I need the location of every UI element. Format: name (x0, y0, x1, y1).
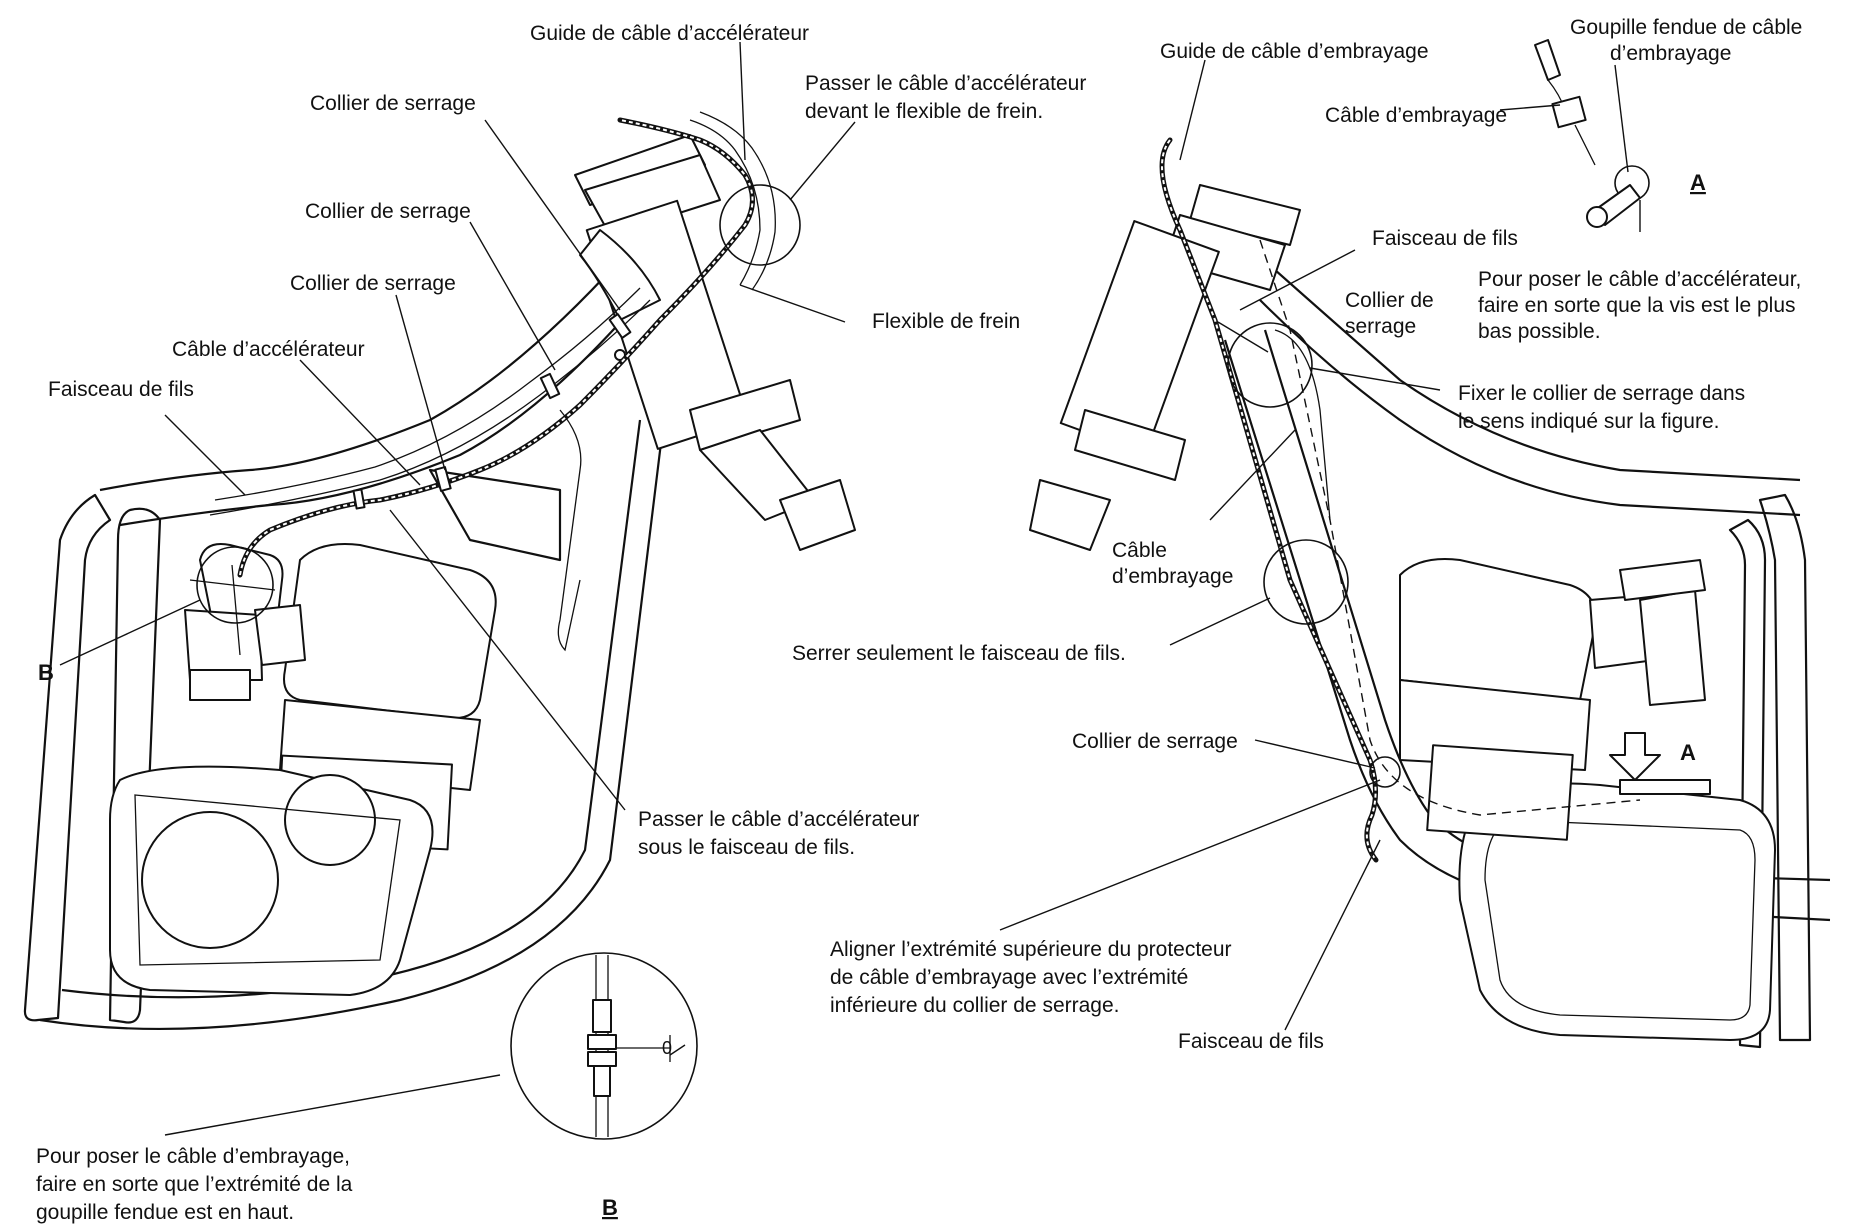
label-cable-embrayage-mid-line2: d’embrayage (1112, 565, 1233, 588)
left-carburettor (184, 543, 306, 701)
label-collier-serrage-2: Collier de serrage (305, 200, 471, 223)
label-cable-embrayage-mid-line1: Câble (1112, 539, 1167, 562)
detail-a (1534, 39, 1650, 228)
label-passer-sous-line2: sous le faisceau de fils. (638, 836, 855, 859)
label-faisceau-fils-right-top: Faisceau de fils (1372, 227, 1518, 250)
label-faisceau-fils-left: Faisceau de fils (48, 378, 194, 401)
label-aligner-line2: de câble d’embrayage avec l’extrémité (830, 966, 1188, 989)
label-aligner-line1: Aligner l’extrémité supérieure du protec… (830, 938, 1232, 961)
label-pour-poser-embrayage-line1: Pour poser le câble d’embrayage, (36, 1145, 350, 1168)
leader-lines (59, 41, 1641, 1136)
label-faisceau-fils-right-bottom: Faisceau de fils (1178, 1030, 1324, 1053)
label-passer-sous-line1: Passer le câble d’accélérateur (638, 808, 919, 831)
label-cable-accelerateur: Câble d’accélérateur (172, 338, 365, 361)
left-frame-view (23, 111, 856, 1031)
label-pour-poser-accel-line2: faire en sorte que la vis est le plus (1478, 294, 1796, 317)
label-goupille-line2: d’embrayage (1610, 42, 1731, 65)
label-goupille-line1: Goupille fendue de câble (1570, 16, 1802, 39)
label-pour-poser-embrayage-line2: faire en sorte que l’extrémité de la (36, 1173, 353, 1196)
left-steering-head (574, 134, 856, 551)
label-passer-devant-line2: devant le flexible de frein. (805, 100, 1043, 123)
label-aligner-line3: inférieure du collier de serrage. (830, 994, 1120, 1017)
label-serrer-seulement: Serrer seulement le faisceau de fils. (792, 642, 1126, 665)
label-collier-right-low: Collier de serrage (1072, 730, 1238, 753)
right-frame-view (1029, 137, 1831, 1049)
label-collier-serrage-1: Collier de serrage (310, 92, 476, 115)
detail-b-zero: 0 (662, 1038, 672, 1058)
marker-b: B (38, 660, 54, 685)
label-guide-cable-accelerateur: Guide de câble d’accélérateur (530, 22, 809, 45)
label-collier-right-line1: Collier de (1345, 289, 1434, 312)
left-engine (109, 543, 497, 996)
label-guide-cable-embrayage: Guide de câble d’embrayage (1160, 40, 1429, 63)
label-passer-devant-line1: Passer le câble d’accélérateur (805, 72, 1086, 95)
label-fixer-line1: Fixer le collier de serrage dans (1458, 382, 1745, 405)
annotation-labels: Guide de câble d’accélérateur Collier de… (36, 16, 1802, 1224)
label-fixer-line2: le sens indiqué sur la figure. (1458, 410, 1720, 433)
label-cable-embrayage-top: Câble d’embrayage (1325, 104, 1507, 127)
label-pour-poser-embrayage-line3: goupille fendue est en haut. (36, 1201, 294, 1224)
label-pour-poser-accel-line1: Pour poser le câble d’accélérateur, (1478, 268, 1801, 291)
detail-b (510, 952, 698, 1140)
detail-b-title: B (602, 1195, 618, 1220)
marker-a: A (1680, 740, 1696, 765)
label-collier-serrage-3: Collier de serrage (290, 272, 456, 295)
label-flexible-frein: Flexible de frein (872, 310, 1020, 333)
label-collier-right-line2: serrage (1345, 315, 1416, 338)
label-pour-poser-accel-line3: bas possible. (1478, 320, 1601, 343)
detail-a-title: A (1690, 170, 1706, 195)
